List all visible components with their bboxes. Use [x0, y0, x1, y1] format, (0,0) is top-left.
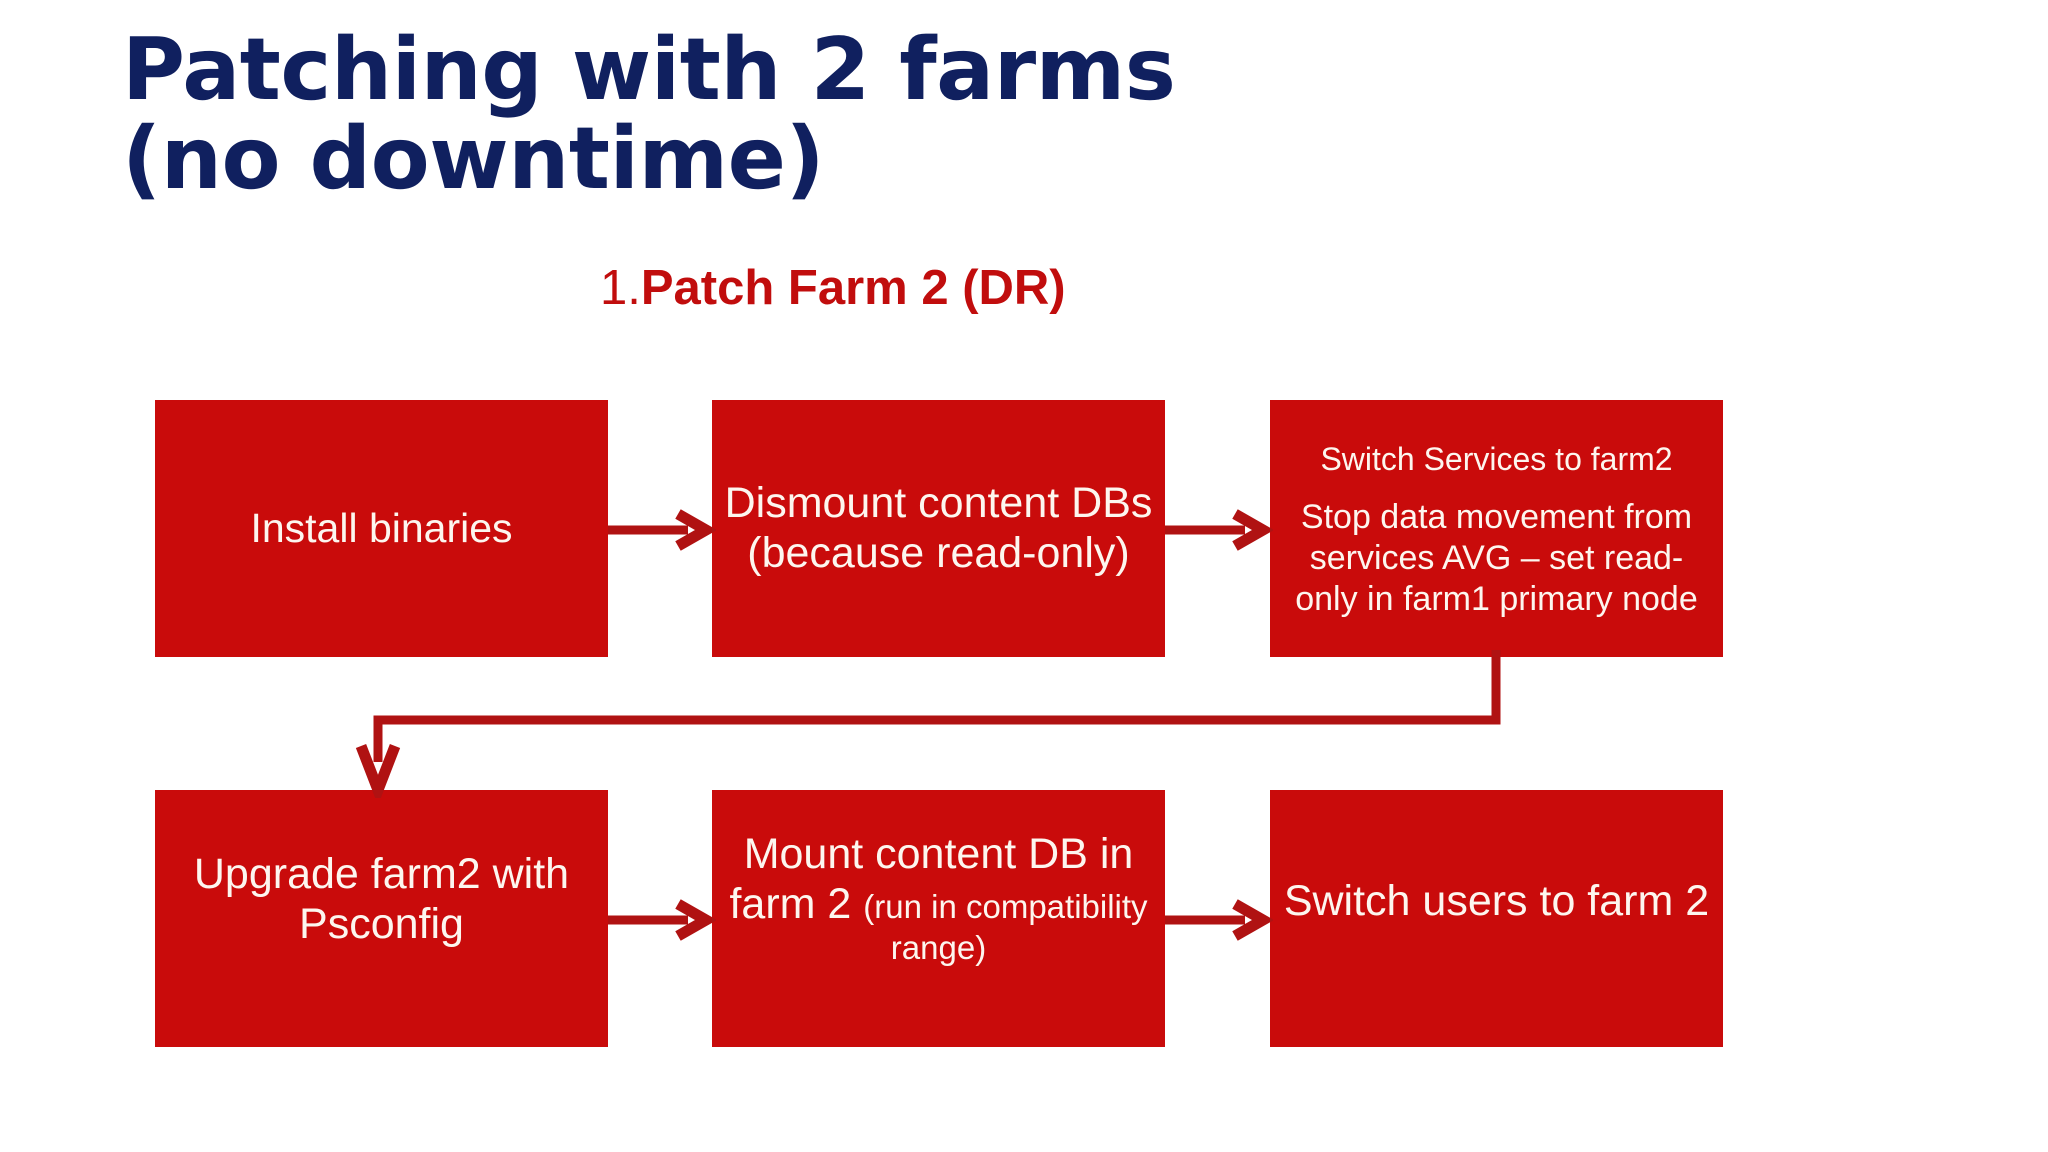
arrow-install-to-dismount-icon — [608, 509, 716, 551]
arrow-upgrade-to-mount-icon — [608, 899, 716, 941]
arrow-switch-services-to-upgrade-icon — [355, 650, 1501, 798]
flow-box-mount-content-db-note: (run in compatibility range) — [863, 888, 1148, 967]
flow-box-switch-services-line-a: Switch Services to farm2 — [1320, 441, 1673, 478]
flow-box-dismount-content-dbs[interactable]: Dismount content DBs (because read-only) — [712, 400, 1165, 657]
flow-box-mount-content-db-in-farm2[interactable]: Mount content DB in farm 2 (run in compa… — [712, 790, 1165, 1047]
flow-box-install-binaries-text: Install binaries — [250, 504, 513, 551]
flow-box-upgrade-farm2-with-psconfig[interactable]: Upgrade farm2 with Psconfig — [155, 790, 608, 1047]
arrow-dismount-to-switch-services-icon — [1165, 509, 1273, 551]
flow-box-switch-services-line-b: Stop data movement from services AVG – s… — [1295, 498, 1698, 618]
subtitle-number: 1. — [600, 261, 641, 315]
slide-title: Patching with 2 farms (no downtime) — [122, 20, 1176, 209]
flow-box-dismount-content-dbs-text: Dismount content DBs (because read-only) — [724, 478, 1153, 577]
flow-box-mount-content-db-primary: Mount content DB in farm 2 — [729, 829, 1134, 929]
subtitle-label: Patch Farm 2 (DR) — [640, 261, 1066, 315]
subtitle-step-heading: 1.Patch Farm 2 (DR) — [600, 264, 1066, 313]
arrow-mount-to-switch-users-icon — [1165, 899, 1273, 941]
flow-box-upgrade-farm2-text: Upgrade farm2 with Psconfig — [193, 849, 570, 948]
flow-box-install-binaries[interactable]: Install binaries — [155, 400, 608, 657]
flow-box-switch-users-to-farm2[interactable]: Switch users to farm 2 — [1270, 790, 1723, 1047]
flow-box-switch-services-to-farm2[interactable]: Switch Services to farm2 Stop data movem… — [1270, 400, 1723, 657]
flow-box-mount-content-db-text: Mount content DB in farm 2 (run in compa… — [720, 829, 1157, 968]
flow-box-switch-users-text: Switch users to farm 2 — [1283, 876, 1710, 925]
